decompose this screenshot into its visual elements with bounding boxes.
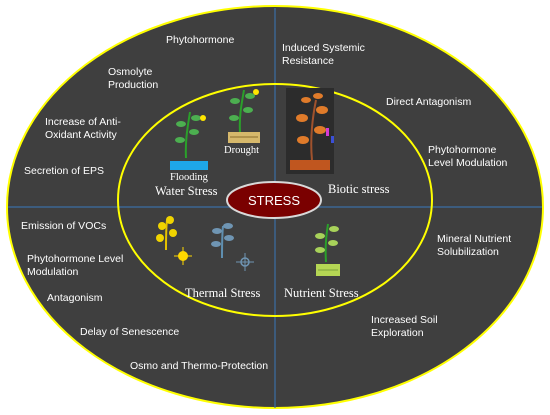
label-emission-of-vocs: Emission of VOCs [21,220,107,232]
hot-plant-icon [156,216,192,265]
label-antagonism: Antagonism [47,292,103,304]
cold-plant-icon [211,223,254,271]
center-oval [226,181,322,219]
label-anti-oxidant-activity: Increase of Anti- Oxidant Activity [45,116,121,141]
label-biotic-stress: Biotic stress [328,182,390,196]
label-osmo-thermo-protection: Osmo and Thermo-Protection [130,360,269,372]
label-water-stress: Water Stress [155,184,218,198]
inner-ellipse [117,83,433,317]
label-phytohormone: Phytohormone [166,34,235,46]
center-stress-label: STRESS [247,192,300,208]
label-induced-systemic-resistance: Induced Systemic Resistance [282,42,365,67]
biotic-plant-icon [286,88,334,174]
label-drought: Drought [224,145,259,156]
nutrient-plant-icon [315,223,340,276]
label-phytohormone-level-modulation-left: Phytohormone Level Modulation [27,253,124,278]
label-mineral-nutrient-solubilization: Mineral Nutrient Solubilization [437,233,512,258]
label-thermal-stress: Thermal Stress [185,286,261,300]
label-nutrient-stress: Nutrient Stress [284,286,359,300]
label-flooding: Flooding [170,172,208,183]
label-increased-soil-exploration: Increased Soil Exploration [371,314,438,339]
label-direct-antagonism: Direct Antagonism [386,96,472,108]
label-secretion-of-eps: Secretion of EPS [24,165,104,177]
drought-plant-icon [228,89,260,143]
label-osmolyte-production: Osmolyte Production [108,66,159,91]
label-delay-of-senescence: Delay of Senescence [80,326,180,338]
label-phytohormone-level-modulation-right: Phytohormone Level Modulation [428,144,508,169]
flooding-plant-icon [170,111,208,170]
